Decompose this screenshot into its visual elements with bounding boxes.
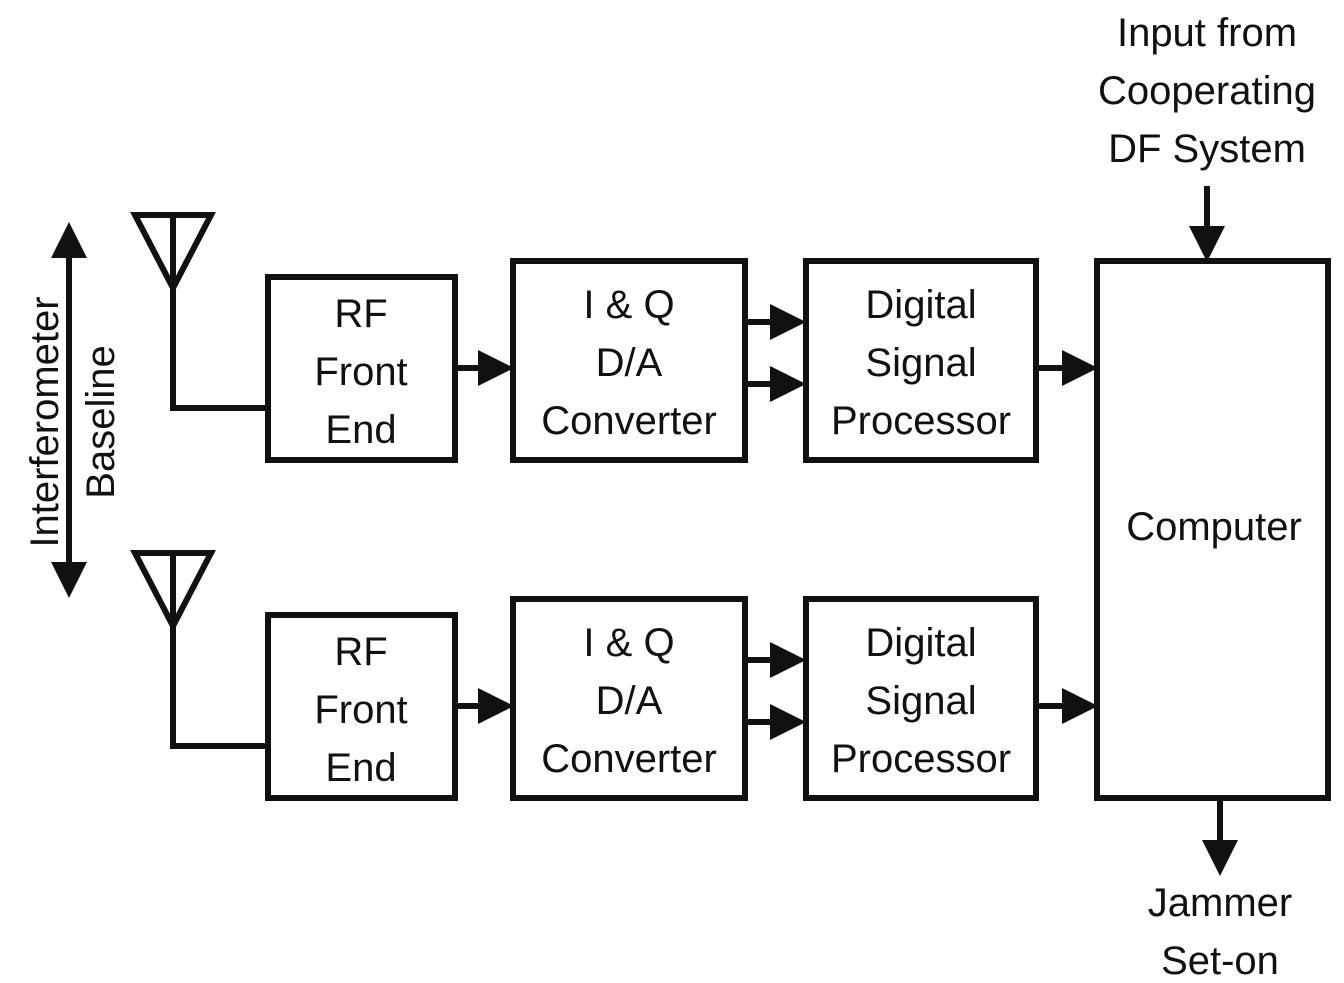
dsp-label-2: Signal [865, 679, 976, 723]
rf-front-end-label-3: End [325, 408, 396, 452]
rf-front-end-label-2: Front [314, 688, 407, 732]
channel-2: RF Front End I & Q D/A Converter Digital… [130, 550, 1098, 801]
input-label-line1: Input from [1117, 11, 1297, 55]
rf-front-end-box [265, 274, 458, 463]
dsp-label-1: Digital [865, 621, 976, 665]
output-label-line1: Jammer [1148, 881, 1292, 925]
rf-front-end-box [265, 612, 458, 801]
rf-front-end-label-1: RF [334, 292, 387, 336]
antenna-icon [130, 212, 268, 411]
output-label-line2: Set-on [1161, 939, 1279, 983]
iq-converter-box [510, 596, 748, 801]
dsp-box [803, 596, 1039, 801]
iq-converter-label-2: D/A [596, 679, 663, 723]
dsp-box [803, 258, 1039, 463]
computer-box [1094, 258, 1331, 801]
baseline-label-line1: Interferometer [23, 296, 67, 547]
rf-front-end-label-2: Front [314, 350, 407, 394]
dsp-label-3: Processor [831, 399, 1011, 443]
channel-1: RF Front End I & Q D/A Converter Digital… [130, 212, 1098, 463]
baseline-label-line2: Baseline [79, 345, 123, 498]
iq-converter-label-1: I & Q [583, 621, 674, 665]
rf-front-end-label-3: End [325, 746, 396, 790]
dsp-label-1: Digital [865, 283, 976, 327]
rf-front-end-label-1: RF [334, 630, 387, 674]
computer-label: Computer [1126, 505, 1302, 549]
iq-converter-box [510, 258, 748, 463]
dsp-label-2: Signal [865, 341, 976, 385]
antenna-icon [130, 550, 268, 749]
iq-converter-label-2: D/A [596, 341, 663, 385]
dsp-label-3: Processor [831, 737, 1011, 781]
iq-converter-label-3: Converter [541, 737, 717, 781]
iq-converter-label-3: Converter [541, 399, 717, 443]
input-label-line2: Cooperating [1098, 69, 1316, 113]
iq-converter-label-1: I & Q [583, 283, 674, 327]
input-label-line3: DF System [1108, 127, 1306, 171]
